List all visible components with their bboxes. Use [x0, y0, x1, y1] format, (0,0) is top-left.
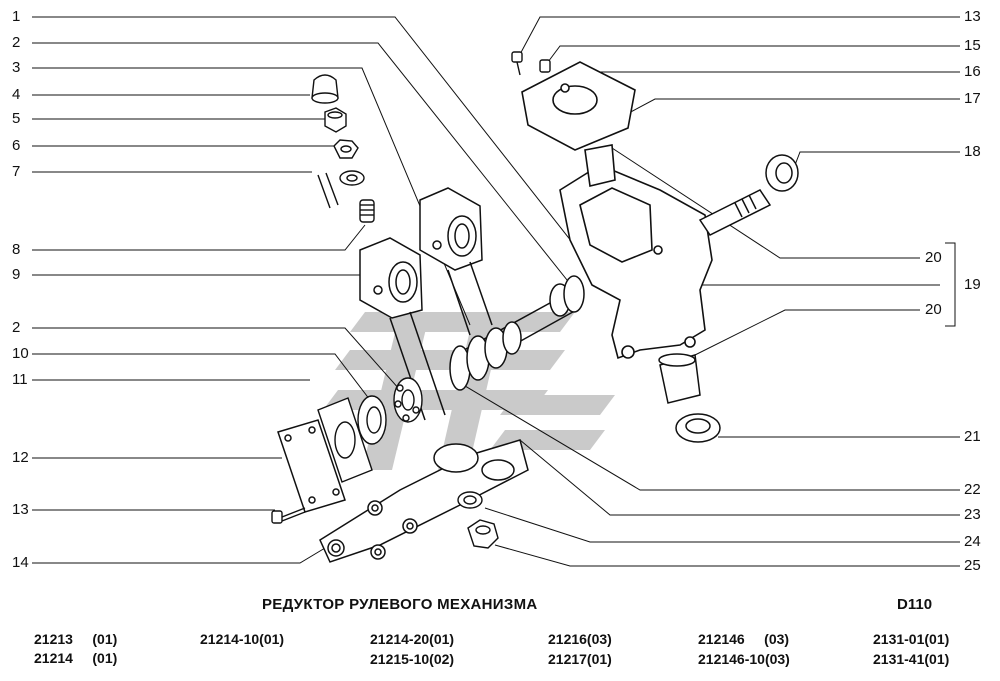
roller-shaft-upper — [419, 187, 493, 336]
diagram-title: РЕДУКТОР РУЛЕВОГО МЕХАНИЗМА — [262, 596, 538, 613]
callout-19: 19 — [964, 276, 981, 293]
roller-shaft-lower — [359, 237, 446, 421]
callout-25: 25 — [964, 557, 981, 574]
top-cover-part — [521, 61, 636, 187]
bolt-part — [271, 507, 306, 524]
callout-14: 14 — [12, 554, 29, 571]
gasket-part — [317, 397, 373, 483]
callout-9: 9 — [12, 266, 21, 283]
callout-17: 17 — [964, 90, 981, 107]
oil-seal-part — [765, 154, 799, 192]
callout-22: 22 — [964, 481, 981, 498]
input-shaft-part — [698, 189, 772, 236]
model-212146: 212146 (03) — [698, 631, 790, 647]
callout-3: 3 — [12, 59, 21, 76]
callout-16: 16 — [964, 63, 981, 80]
seal-ring-part — [357, 395, 387, 445]
washer-part — [457, 491, 483, 509]
gear-housing-part — [559, 164, 713, 360]
callout-8: 8 — [12, 241, 21, 258]
model-2131-41: 2131-41(01) — [873, 651, 950, 667]
plug-15-part — [539, 59, 551, 73]
callout-20-lower: 20 — [925, 301, 942, 318]
bearing-part — [393, 377, 423, 423]
nut-part — [324, 107, 347, 133]
callout-1: 1 — [12, 8, 21, 25]
callout-4: 4 — [12, 86, 21, 103]
model-212146-10: 212146-10(03) — [698, 651, 790, 667]
callout-12: 12 — [12, 449, 29, 466]
lock-washer-part — [333, 139, 359, 159]
cover-plate-part — [277, 419, 346, 513]
leader-lines — [32, 16, 960, 567]
callout-13: 13 — [12, 501, 29, 518]
worm-shaft — [449, 275, 585, 391]
pitman-arm-part — [319, 439, 529, 563]
callout-21: 21 — [964, 428, 981, 445]
model-21214-20: 21214-20(01) — [370, 631, 455, 647]
bushing-part — [658, 353, 701, 404]
diagram-code: D110 — [897, 596, 933, 613]
callout-11: 11 — [12, 371, 28, 388]
pitman-nut-part — [467, 519, 499, 549]
model-21216: 21216(03) — [548, 631, 612, 647]
callout-20-upper: 20 — [925, 249, 942, 266]
seal-21-part — [675, 413, 721, 443]
bolt-13-top-part — [511, 51, 523, 76]
model-21215-10: 21215-10(02) — [370, 651, 455, 667]
callout-18: 18 — [964, 143, 981, 160]
callout-23: 23 — [964, 506, 981, 523]
callout-15: 15 — [964, 37, 981, 54]
model-21214: 21214 (01) — [34, 650, 118, 666]
callout-2-lower: 2 — [12, 319, 21, 336]
callout-2: 2 — [12, 34, 21, 51]
model-21214-10: 21214-10(01) — [200, 631, 285, 647]
adjusting-screw-part — [359, 199, 375, 223]
model-21217: 21217(01) — [548, 651, 612, 667]
callout-7: 7 — [12, 163, 21, 180]
callout-5: 5 — [12, 110, 21, 127]
callout-6: 6 — [12, 137, 21, 154]
callout-13-top: 13 — [964, 8, 981, 25]
model-21213: 21213 (01) — [34, 631, 118, 647]
callout-10: 10 — [12, 345, 29, 362]
callout-24: 24 — [964, 533, 981, 550]
model-2131-01: 2131-01(01) — [873, 631, 950, 647]
shim-washer-part — [317, 170, 365, 209]
cap-nut-part — [311, 74, 339, 104]
